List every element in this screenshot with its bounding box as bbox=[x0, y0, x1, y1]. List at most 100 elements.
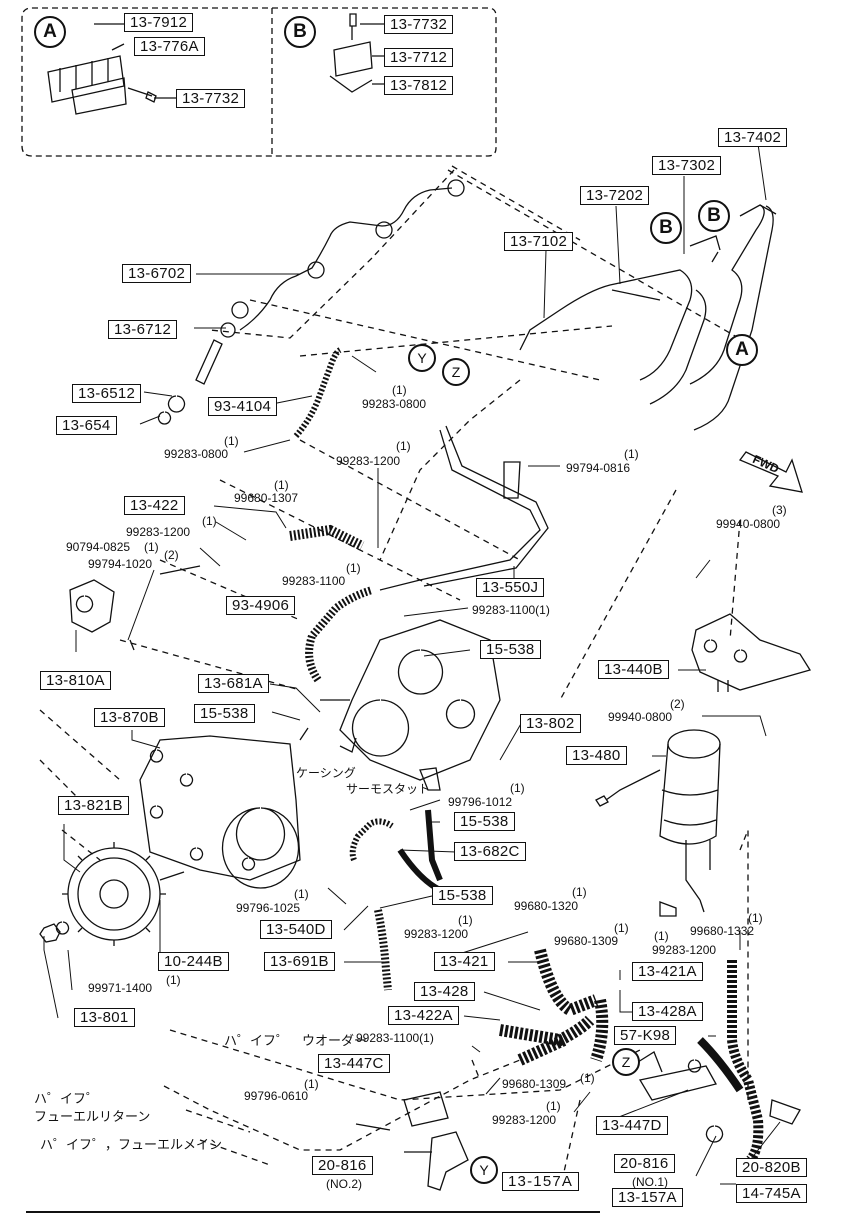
view-marker-z1: Z bbox=[442, 358, 470, 386]
qty-label: (1) bbox=[304, 1077, 319, 1091]
part-label-13-7302: 13-7302 bbox=[652, 156, 722, 175]
qty-label: (1) bbox=[166, 973, 181, 987]
thermostat-label: サーモスタット bbox=[346, 782, 431, 796]
qty-label: (1) bbox=[396, 439, 411, 453]
part-label-13-440b: 13-440B bbox=[598, 660, 669, 679]
part-number-99283-1200-e: 99283-1200 bbox=[492, 1113, 557, 1127]
qty-label: (1) bbox=[274, 478, 289, 492]
qty-label: (1) bbox=[614, 921, 629, 935]
part-label-15-538-a: 15-538 bbox=[480, 640, 541, 659]
part-label-13-480: 13-480 bbox=[566, 746, 627, 765]
qty-label: (1) bbox=[572, 885, 587, 899]
part-label-13-801: 13-801 bbox=[74, 1008, 135, 1027]
part-number-99680-1307: 99680-1307 bbox=[234, 491, 299, 505]
view-marker-y1: Y bbox=[408, 344, 436, 372]
qty-label: (3) bbox=[772, 503, 787, 517]
part-number-99283-1200-b: 99283-1200 bbox=[126, 525, 191, 539]
qty-label: (1) bbox=[546, 1099, 561, 1113]
part-label-15-538-b: 15-538 bbox=[194, 704, 255, 723]
qty-label: (1) bbox=[624, 447, 639, 461]
fuel-main-pipe-label: ハ゜イフ゜，フューエルメイン bbox=[40, 1138, 223, 1153]
part-number-99940-0800-a: 99940-0800 bbox=[716, 517, 781, 531]
part-label-13-821b: 13-821B bbox=[58, 796, 129, 815]
qty-label: (2) bbox=[670, 697, 685, 711]
part-label-13-802: 13-802 bbox=[520, 714, 581, 733]
view-marker-a: A bbox=[726, 334, 758, 366]
part-number-99283-1100-c: 99283-1100(1) bbox=[356, 1031, 434, 1045]
view-marker-b2: B bbox=[698, 200, 730, 232]
part-number-99796-1025: 99796-1025 bbox=[236, 901, 301, 915]
part-number-99283-1200-d: 99283-1200 bbox=[652, 943, 717, 957]
qty-label: (1) bbox=[392, 383, 407, 397]
part-label-13-7202: 13-7202 bbox=[580, 186, 650, 205]
part-number-99680-1309-b: 99680-1309 bbox=[502, 1077, 567, 1091]
fuel-return-pipe-label-1: ハ゜イフ゜ bbox=[34, 1092, 100, 1107]
qty-label: (1) bbox=[224, 434, 239, 448]
part-label-13-157a-y: 13-157A bbox=[612, 1188, 683, 1207]
part-label-13-7712: 13-7712 bbox=[384, 48, 454, 67]
part-label-13-681a: 13-681A bbox=[198, 674, 269, 693]
inset-a-marker: A bbox=[34, 16, 66, 48]
part-number-99680-1309-a: 99680-1309 bbox=[554, 934, 619, 948]
fuel-return-pipe-label-2: フューエルリターン bbox=[34, 1110, 151, 1125]
qty-label: (1) bbox=[510, 781, 525, 795]
qty-label: (1) bbox=[346, 561, 361, 575]
part-label-13-447c: 13-447C bbox=[318, 1054, 390, 1073]
part-number-99940-0800-b: 99940-0800 bbox=[608, 710, 673, 724]
part-label-13-6712: 13-6712 bbox=[108, 320, 178, 339]
part-label-13-7402: 13-7402 bbox=[718, 128, 788, 147]
part-label-20-816-no1: 20-816 bbox=[614, 1154, 675, 1173]
part-label-13-654: 13-654 bbox=[56, 416, 117, 435]
qty-label: (2) bbox=[164, 548, 179, 562]
part-label-13-6512: 13-6512 bbox=[72, 384, 142, 403]
part-label-14-745a: 14-745A bbox=[736, 1184, 807, 1203]
part-label-13-810a: 13-810A bbox=[40, 671, 111, 690]
part-number-99283-0800-b: 99283-0800 bbox=[164, 447, 229, 461]
part-number-99680-1320: 99680-1320 bbox=[514, 899, 579, 913]
qty-label: (1) bbox=[458, 913, 473, 927]
qty-label: (1) bbox=[654, 929, 669, 943]
part-label-13-428a: 13-428A bbox=[632, 1002, 703, 1021]
part-label-13-422a: 13-422A bbox=[388, 1006, 459, 1025]
part-label-13-540d: 13-540D bbox=[260, 920, 332, 939]
part-number-99796-1012: 99796-1012 bbox=[448, 795, 513, 809]
qty-label: (1) bbox=[294, 887, 309, 901]
part-number-99794-0816: 99794-0816 bbox=[566, 461, 631, 475]
inset-b-marker: B bbox=[284, 16, 316, 48]
part-number-99680-1332: 99680-1332 bbox=[690, 924, 755, 938]
part-label-13-7732-a: 13-7732 bbox=[176, 89, 246, 108]
water-pipe-label: ハ゜イフ゜ ウオーダー bbox=[224, 1034, 368, 1049]
part-label-13-776a: 13-776A bbox=[134, 37, 205, 56]
view-marker-y2: Y bbox=[470, 1156, 498, 1184]
part-label-13-7102: 13-7102 bbox=[504, 232, 574, 251]
part-label-13-422: 13-422 bbox=[124, 496, 185, 515]
part-label-57-k98: 57-K98 bbox=[614, 1026, 677, 1045]
part-label-20-820b: 20-820B bbox=[736, 1158, 807, 1177]
part-label-13-550j: 13-550J bbox=[476, 578, 545, 597]
part-label-13-691b: 13-691B bbox=[264, 952, 335, 971]
part-label-13-870b: 13-870B bbox=[94, 708, 165, 727]
qty-label: (1) bbox=[580, 1071, 595, 1085]
part-number-99283-1200-a: 99283-1200 bbox=[336, 454, 401, 468]
part-label-13-7912: 13-7912 bbox=[124, 13, 194, 32]
part-label-13-428: 13-428 bbox=[414, 982, 475, 1001]
view-marker-b1: B bbox=[650, 212, 682, 244]
part-number-90794-0825: 90794-0825 bbox=[66, 540, 131, 554]
part-number-99794-1020: 99794-1020 bbox=[88, 557, 153, 571]
part-number-99283-1100-a: 99283-1100 bbox=[282, 574, 346, 588]
part-number-99971-1400: 99971-1400 bbox=[88, 981, 153, 995]
part-number-99283-0800-a: 99283-0800 bbox=[362, 397, 427, 411]
part-label-13-157a-x: 13-157A bbox=[502, 1172, 580, 1191]
part-label-13-7812: 13-7812 bbox=[384, 76, 454, 95]
part-label-10-244b: 10-244B bbox=[158, 952, 229, 971]
part-label-15-538-d: 15-538 bbox=[432, 886, 493, 905]
part-label-15-538-c: 15-538 bbox=[454, 812, 515, 831]
variant-no1: (NO.1) bbox=[632, 1175, 668, 1189]
qty-label: (1) bbox=[748, 911, 763, 925]
part-label-13-7732-b: 13-7732 bbox=[384, 15, 454, 34]
view-marker-z2: Z bbox=[612, 1048, 640, 1076]
part-label-13-447d: 13-447D bbox=[596, 1116, 668, 1135]
part-label-13-6702: 13-6702 bbox=[122, 264, 192, 283]
